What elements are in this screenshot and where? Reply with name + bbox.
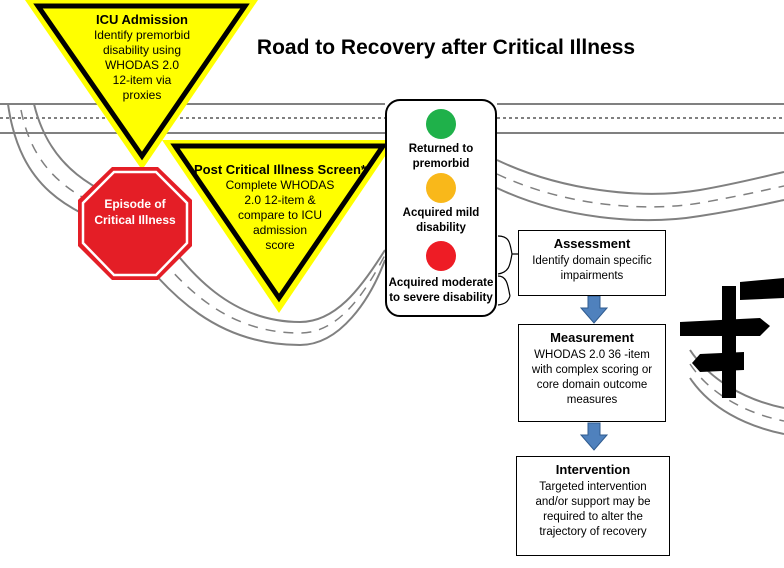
light-label-line: premorbid (412, 158, 470, 170)
intervention-line: required to alter the (543, 511, 643, 523)
icu-admission-line: proxies (122, 88, 162, 102)
amber-light-label: Acquired mild disability (386, 206, 496, 236)
light-label-line: Acquired mild (402, 207, 480, 219)
post-screen-line: score (265, 238, 295, 252)
green-light-icon (426, 109, 456, 139)
red-light-icon (426, 241, 456, 271)
intervention-box: Intervention Targeted intervention and/o… (516, 456, 670, 556)
assessment-line: Identify domain specific (532, 255, 652, 267)
light-label-line: to severe disability (389, 292, 493, 304)
post-screen-line: compare to ICU (237, 208, 323, 222)
light-label-line: disability (416, 222, 466, 234)
bracket-connector (497, 235, 518, 275)
stop-sign-line: Episode of (104, 197, 166, 211)
assessment-line: impairments (560, 270, 624, 282)
bracket-connector-lower (497, 275, 511, 306)
icu-admission-line: disability using (102, 43, 182, 57)
icu-admission-sign (25, 0, 258, 170)
post-screen-sign (162, 140, 396, 313)
intervention-line: trajectory of recovery (539, 526, 647, 538)
intervention-line: and/or support may be (535, 496, 651, 508)
light-label-line: Returned to (408, 143, 474, 155)
stop-sign-line: Critical Illness (94, 213, 176, 227)
measurement-box: Measurement WHODAS 2.0 36 -item with com… (518, 324, 666, 422)
arrow-down-icon (579, 295, 609, 324)
stop-sign-text: Episode of Critical Illness (82, 196, 188, 228)
measurement-line: measures (566, 394, 618, 406)
intervention-line: Targeted intervention (539, 481, 647, 493)
icu-admission-line: 12-item via (112, 73, 172, 87)
icu-admission-line: Identify premorbid (93, 28, 191, 42)
measurement-line: WHODAS 2.0 36 -item (534, 349, 650, 361)
assessment-box: Assessment Identify domain specific impa… (518, 230, 666, 296)
page-title: Road to Recovery after Critical Illness (256, 36, 636, 59)
measurement-line: core domain outcome (536, 379, 648, 391)
signpost-icon (680, 278, 784, 398)
icu-admission-line: WHODAS 2.0 (104, 58, 179, 72)
post-screen-text: Post Critical Illness Screen* Complete W… (194, 162, 366, 253)
light-label-line: Acquired moderate (388, 277, 494, 289)
traffic-light-housing (385, 99, 497, 317)
post-screen-heading: Post Critical Illness Screen* (194, 162, 366, 177)
intervention-heading: Intervention (555, 462, 631, 477)
arrow-down-icon (579, 422, 609, 451)
post-screen-line: admission (252, 223, 308, 237)
stop-sign (78, 167, 192, 280)
icu-admission-text: ICU Admission Identify premorbid disabil… (62, 12, 222, 103)
post-screen-line: 2.0 12-item & (244, 193, 316, 207)
red-light-label: Acquired moderate to severe disability (386, 276, 496, 306)
icu-admission-heading: ICU Admission (96, 12, 188, 27)
green-light-label: Returned to premorbid (386, 142, 496, 172)
measurement-line: with complex scoring or (531, 364, 653, 376)
post-screen-line: Complete WHODAS (225, 178, 335, 192)
assessment-heading: Assessment (553, 236, 631, 251)
amber-light-icon (426, 173, 456, 203)
measurement-heading: Measurement (550, 330, 634, 345)
